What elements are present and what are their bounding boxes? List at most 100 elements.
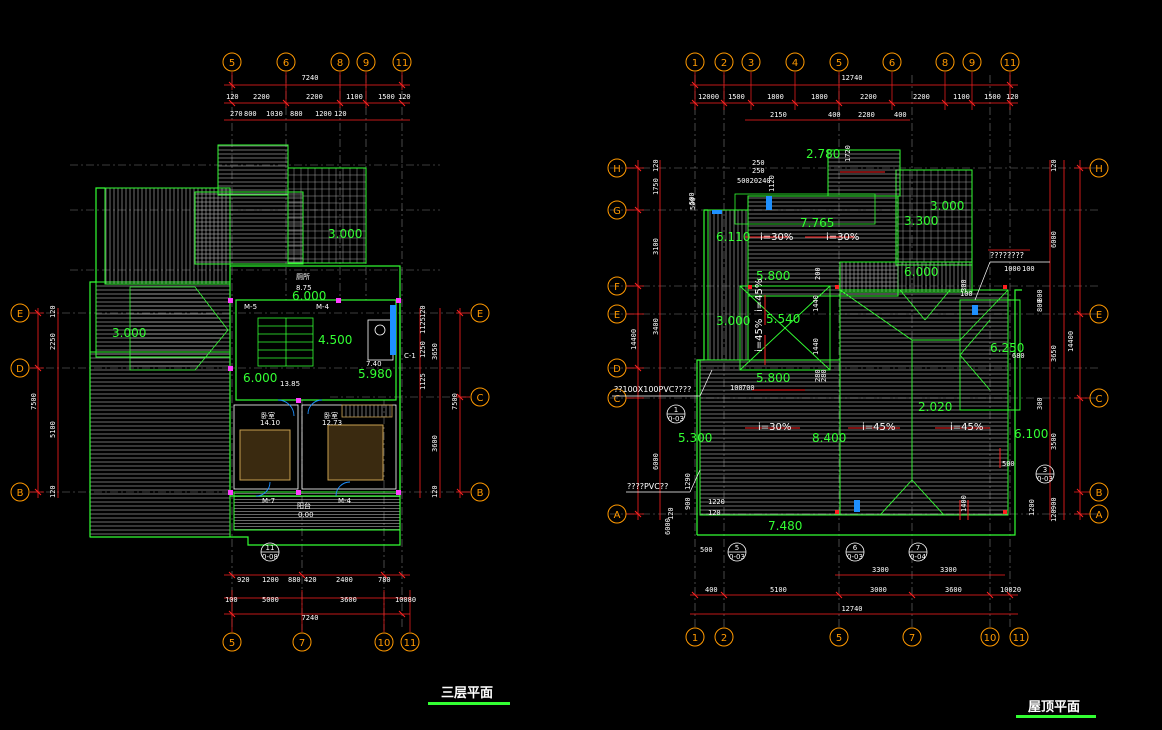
dim-text: 1720 [844,145,852,162]
roof-top-axis-label: 2 [721,58,727,69]
left-bedroom-furniture [233,305,397,490]
dim-text: 7240 [302,74,319,82]
right-misc-dims: 250 500 1440 1440 1720 120 100 200 700 1… [689,145,1044,517]
room-label: 厕所 [296,272,310,281]
elevation-label: 3.000 [328,227,362,241]
dim-text: 1500 [378,93,395,101]
dim-text: 2400 [336,576,353,584]
right-roof-plan: 1 2 3 4 5 6 8 9 11 1 2 5 7 10 11 H G F E… [607,52,1109,718]
left-top-axis-label: 11 [396,58,409,69]
room-value: 12.73 [322,419,342,427]
dim-text: 700 [742,384,755,392]
roof-section-markers [666,404,1055,562]
elevation-label: 6.100 [1014,427,1048,441]
right-bottom-dim-texts: 500 3300 3300 400 5100 3000 3600 10020 1… [700,546,1021,613]
left-side-axis-label: E [17,309,23,320]
elevation-label: 5.800 [756,269,790,283]
dim-text: 100 [960,290,973,298]
right-right-dim-texts: 120 6000 800 3650 14400 300 3500 1200 90… [1004,159,1075,522]
roof-right-axis-label: C [1096,394,1103,405]
elevation-label: 3.000 [112,326,146,340]
roof-hatch-west [699,359,841,516]
dim-text: 10020 [1000,586,1021,594]
window-tag: M-5 [244,303,257,311]
dim-text: 120 [49,485,57,498]
right-axis-bubbles [607,52,1109,647]
roof-elevations: 2.780 7.765 3.300 3.000 6.110 6.000 5.80… [678,147,1048,533]
dim-text: 500 [700,546,713,554]
dim-text: 50020 [737,177,758,185]
dim-text: 14400 [1067,331,1075,352]
dim-text: 3000 [870,586,887,594]
dim-text: 920 [237,576,250,584]
roof-ridge-strip [839,261,973,293]
dim-text: 2150 [770,111,787,119]
left-axis-leaders [30,72,470,632]
dim-text: 1200 [315,110,332,118]
left-section-marker: 11 0-08 [260,542,280,562]
room-label: 卧室 [324,411,338,420]
left-bottom-axis-label: 10 [378,638,391,649]
dim-text: 1800 [767,93,784,101]
dim-text: 780 [378,576,391,584]
roof-outline [696,193,1022,536]
elevation-label: 5.980 [358,367,392,381]
dim-text: 3100 [652,238,660,255]
dim-text: 7240 [302,614,319,622]
dim-text: 900 [1050,497,1058,510]
slope-label: i=45% [862,422,895,433]
elevation-label: 2.020 [918,400,952,414]
dim-text: 120 [1050,159,1058,172]
elevation-label: 8.400 [812,431,846,445]
dim-text: 1440 [812,338,820,355]
elevation-label: 7.765 [800,216,834,230]
dim-text: 900 [684,497,692,510]
dim-text: 12000 [698,93,719,101]
dim-text: 1000 [1004,265,1021,273]
dim-text: 120 [1050,509,1058,522]
elevation-label: 6.000 [243,371,277,385]
dim-text: 12740 [841,74,862,82]
roof-top-axis-label: 3 [748,58,754,69]
elevation-label: 2.780 [806,147,840,161]
dim-text: 120 [49,305,57,318]
dim-text: 5000 [262,596,279,604]
right-dimension-lines [637,84,1081,615]
note-text: ???????? [990,251,1024,260]
elevation-label: 6.000 [292,289,326,303]
elevation-label: 5.800 [756,371,790,385]
elevation-label: 5.540 [766,312,800,326]
roof-bottom-axis-label: 1 [692,633,698,644]
marker-number: 6 [853,544,858,552]
dim-text: 500 [689,197,697,210]
roof-top-axis-label: 11 [1004,58,1017,69]
marker-sheet: 0-03 [847,553,863,561]
dim-text: 1100 [346,93,363,101]
left-window-tags: M-5 M-4 M-7 M-4 C-1 [244,303,416,505]
room-value: 7.40 [366,360,382,368]
roof-bottom-axis-label: 10 [984,633,997,644]
left-dimension-texts: 7240 120 2200 2200 1100 1500 120 270 800… [30,74,459,622]
dim-text: 1400 [960,495,968,512]
roof-left-axis-label: E [614,310,620,321]
dim-text: 3600 [431,435,439,452]
roof-parapet-top [827,149,901,197]
dim-text: 240 [758,177,771,185]
dim-text: 2280 [858,111,875,119]
dim-text: 2200 [860,93,877,101]
right-top-dim-texts: 12740 12000 1500 1800 1800 2200 2200 110… [698,74,1019,192]
left-axis-texts: 5 6 8 9 11 5 7 10 11 E D B E C B [16,58,483,649]
dim-text: 680 [1012,352,1025,360]
roof-right-axis-label: A [1096,510,1103,521]
dim-text: 120 [667,507,675,520]
dim-text: 250 [752,167,765,175]
right-side-axis-label: C [477,393,484,404]
dim-text: 120 [398,93,411,101]
roof-slope-arrows [745,171,1001,520]
left-dimension-lines [37,84,461,615]
dim-text: 12740 [841,605,862,613]
roof-bottom-axis-label: 2 [721,633,727,644]
dim-text: 3600 [945,586,962,594]
dim-text: 2200 [306,93,323,101]
